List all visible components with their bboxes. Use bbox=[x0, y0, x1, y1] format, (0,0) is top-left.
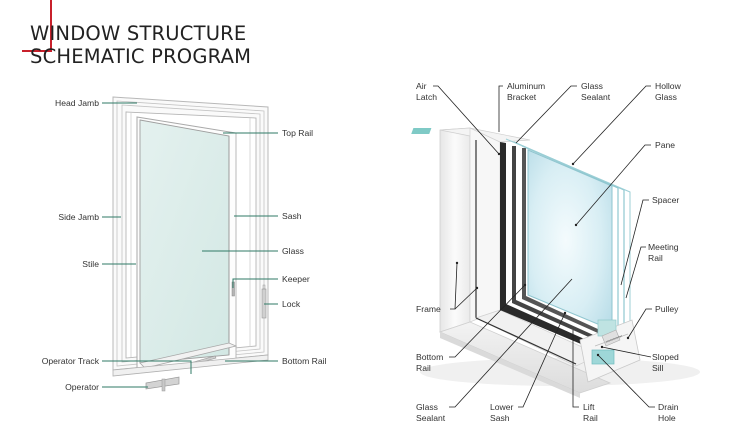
label-pane: Pane bbox=[655, 140, 675, 150]
label-operator: Operator bbox=[65, 382, 99, 392]
label-sash: Sash bbox=[282, 211, 302, 221]
page-title: WINDOW STRUCTURE SCHEMATIC PROGRAM bbox=[30, 22, 251, 68]
leader-lower-sash bbox=[518, 312, 566, 408]
leader-glass-sealant-bottom bbox=[449, 278, 573, 408]
leader-air-latch bbox=[433, 85, 500, 155]
label-bottom-rail: Bottom Rail bbox=[282, 356, 327, 366]
leader-pulley bbox=[627, 308, 652, 339]
leader-drain-hole bbox=[597, 354, 655, 408]
leader-meeting-rail bbox=[625, 246, 646, 299]
leader-bottom-rail bbox=[449, 284, 526, 358]
label-spacer: Spacer bbox=[652, 195, 679, 205]
leader-lift-rail bbox=[572, 330, 579, 408]
leader-aluminum-bracket bbox=[498, 85, 503, 132]
casement-labels: Head Jamb Side Jamb Stile Operator Track… bbox=[42, 98, 327, 392]
casement-leader-lines bbox=[102, 102, 278, 388]
leader-pane bbox=[575, 144, 651, 226]
label-lock: Lock bbox=[282, 299, 301, 309]
casement-window-illustration bbox=[112, 96, 269, 392]
label-side-jamb: Side Jamb bbox=[58, 212, 99, 222]
leader-frame-b bbox=[454, 287, 478, 310]
label-glass: Glass bbox=[282, 246, 304, 256]
section-leader-lines bbox=[433, 85, 655, 408]
label-top-rail: Top Rail bbox=[282, 128, 313, 138]
label-head-jamb: Head Jamb bbox=[55, 98, 99, 108]
section-window-illustration bbox=[411, 127, 700, 398]
title-accent-bracket bbox=[0, 0, 52, 52]
label-operator-track: Operator Track bbox=[42, 356, 100, 366]
label-keeper: Keeper bbox=[282, 274, 310, 284]
leader-sloped-sill bbox=[601, 346, 652, 358]
label-frame: Frame bbox=[416, 304, 441, 314]
page-title-line-2: SCHEMATIC PROGRAM bbox=[30, 45, 252, 68]
section-leader-dots bbox=[455, 152, 630, 357]
label-pulley: Pulley bbox=[655, 304, 679, 314]
label-stile: Stile bbox=[82, 259, 99, 269]
leader-keeper bbox=[232, 278, 278, 288]
leader-glass-sealant-top bbox=[515, 85, 577, 144]
leader-operator-track bbox=[102, 360, 192, 374]
leader-hollow-glass bbox=[572, 85, 651, 165]
page-title-line-1: WINDOW STRUCTURE bbox=[30, 22, 247, 45]
leader-spacer bbox=[620, 199, 649, 286]
